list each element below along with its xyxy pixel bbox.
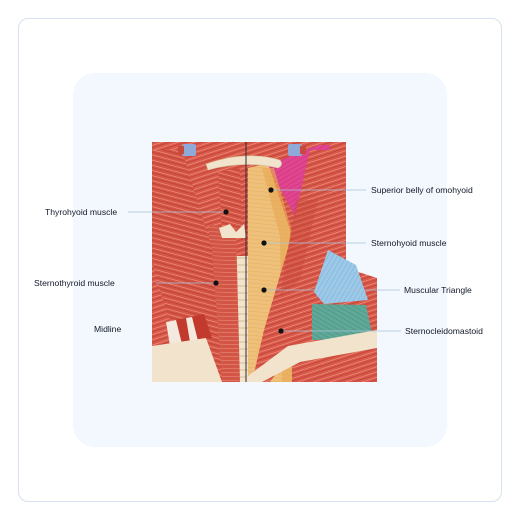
label-sternothyroid: Sternothyroid muscle: [34, 278, 115, 288]
pointer-dots: [213, 187, 284, 334]
leader-lines: [128, 189, 401, 332]
label-thyrohyoid: Thyrohyoid muscle: [45, 207, 118, 217]
dot-thyrohyoid: [223, 209, 229, 215]
subclavian-artery: [166, 314, 212, 346]
dot-sternothyroid: [213, 280, 219, 286]
label-sternocleidomastoid: Sternocleidomastoid: [405, 326, 483, 336]
label-superior-belly-omohyoid: Superior belly of omohyoid: [371, 185, 473, 195]
label-midline: Midline: [94, 324, 122, 334]
thyroid-cartilage: [219, 224, 246, 238]
dot-sternocleidomastoid: [278, 328, 284, 334]
label-sternohyoid: Sternohyoid muscle: [371, 238, 447, 248]
dot-muscular-triangle: [261, 287, 267, 293]
clavicle-bone-left: [152, 338, 222, 382]
thyrohyoid-muscle-shape: [218, 168, 242, 232]
hyoid-bone: [205, 155, 282, 171]
dot-sternohyoid: [261, 240, 267, 246]
label-muscular-triangle: Muscular Triangle: [404, 285, 472, 295]
dot-omohyoid: [268, 187, 274, 193]
top-vertebrae: [178, 144, 306, 156]
right-sternocleidomastoid: [252, 150, 342, 382]
clavicle-bone-right: [240, 330, 377, 382]
scalene-region: [314, 250, 368, 304]
